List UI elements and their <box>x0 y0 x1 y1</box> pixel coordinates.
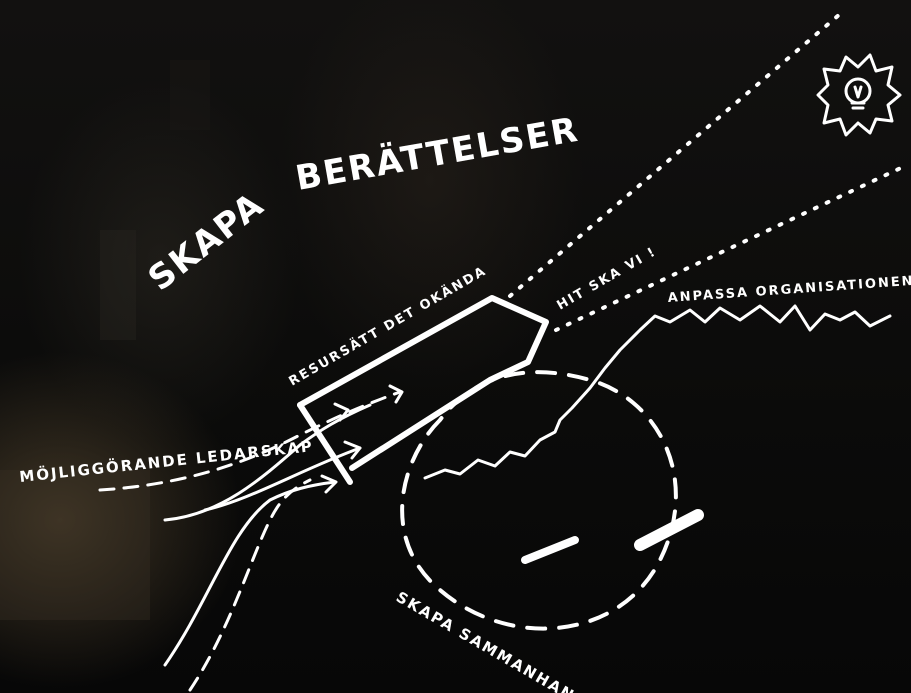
context-block-right <box>640 515 698 545</box>
dotted-ray-upper <box>510 14 840 296</box>
background-shapes <box>0 60 210 620</box>
bulb-glass <box>846 79 870 103</box>
context-block-left <box>525 540 575 560</box>
label-adapt: ANPASSA ORGANISATIONEN <box>667 274 911 306</box>
title-part1: SKAPA <box>141 184 272 299</box>
flow-curve-5 <box>190 480 310 690</box>
label-leadership: MÖJLIGGÖRANDE LEDARSKAP <box>18 436 314 486</box>
arrow-outline <box>300 298 546 468</box>
zigzag-line <box>425 306 890 478</box>
background-sign <box>170 60 210 130</box>
dotted-ray-lower <box>556 166 905 330</box>
background-machine <box>0 470 150 620</box>
title-part2: BERÄTTELSER <box>292 109 582 199</box>
label-context: SKAPA SAMMANHANG <box>393 588 591 693</box>
flow-curve-4 <box>165 482 335 665</box>
lightbulb-icon <box>818 55 900 135</box>
label-resource: RESURSÄTT DET OKÄNDA <box>286 263 490 390</box>
bulb-filament <box>852 87 864 108</box>
background-panel <box>100 230 136 340</box>
label-goal: HIT SKA VI ! <box>555 244 660 313</box>
